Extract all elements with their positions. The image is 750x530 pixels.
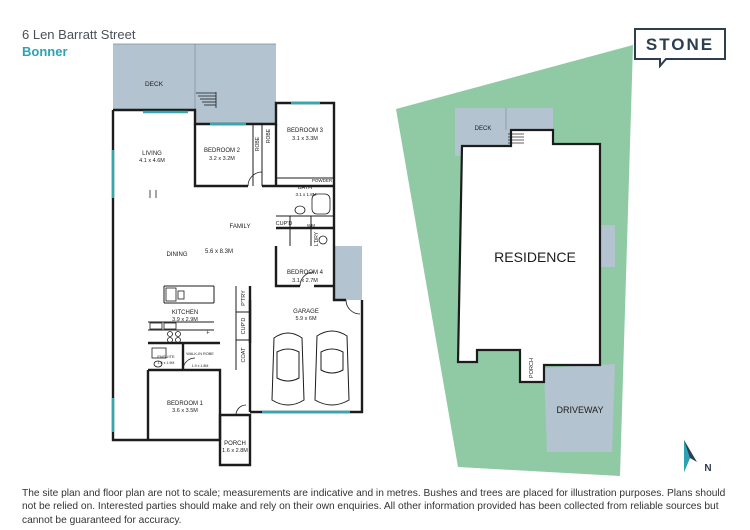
bedroom-1-size: 3.6 x 3.5M bbox=[172, 408, 198, 414]
bedroom-3-label: BEDROOM 3 bbox=[287, 128, 324, 134]
bath-size: 3.1 x 1.8M bbox=[295, 192, 316, 197]
porch-size: 1.6 x 2.8M bbox=[222, 448, 248, 454]
living-label: LIVING bbox=[142, 151, 162, 157]
deck-stairs bbox=[196, 92, 217, 108]
stone-logo: STONE bbox=[634, 28, 726, 68]
deck-area bbox=[113, 44, 195, 110]
site-deck-stairs bbox=[508, 133, 524, 144]
side-deck-area bbox=[334, 246, 362, 300]
site-deck-label: DECK bbox=[475, 126, 492, 132]
property-address: 6 Len Barratt Street bbox=[22, 27, 136, 42]
powder-label: POWDER bbox=[312, 178, 333, 183]
garage-label: GARAGE bbox=[293, 309, 319, 315]
cupd-label-1: CUP'D bbox=[276, 221, 293, 227]
driveway-area bbox=[544, 364, 615, 452]
bedroom-3-size: 3.1 x 3.3M bbox=[292, 136, 318, 142]
robe-label-1: ROBE bbox=[255, 136, 261, 151]
kitchen-label: KITCHEN bbox=[172, 310, 198, 316]
kitchen-size: 3.9 x 2.9M bbox=[172, 317, 198, 323]
bedroom-1-label: BEDROOM 1 bbox=[167, 401, 204, 407]
bedroom-4-label: BEDROOM 4 bbox=[287, 270, 324, 276]
dining-label: DINING bbox=[167, 252, 188, 258]
bedroom-2-size: 3.2 x 3.2M bbox=[209, 156, 235, 162]
bedroom-2-label: BEDROOM 2 bbox=[204, 148, 241, 154]
car-right bbox=[314, 330, 350, 406]
bath-fixtures bbox=[294, 193, 331, 245]
driveway-label: DRIVEWAY bbox=[556, 405, 603, 415]
floor-plan: DECK LIVING 4.1 x 4.6M BEDROOM 2 3.2 x 3… bbox=[111, 43, 364, 467]
residence-label: RESIDENCE bbox=[494, 249, 576, 265]
living-size: 4.1 x 4.6M bbox=[139, 158, 165, 164]
ensuite-fixtures bbox=[151, 347, 167, 368]
kitchen-fixtures bbox=[149, 287, 185, 343]
disclaimer-text: The site plan and floor plan are not to … bbox=[22, 488, 726, 526]
floor-plan-doors bbox=[149, 171, 361, 416]
upper-deck-area bbox=[195, 44, 276, 124]
fridge-label: F bbox=[206, 330, 209, 336]
site-porch-label: PORCH bbox=[529, 358, 535, 378]
residence-footprint bbox=[456, 128, 602, 384]
garage-size: 5.9 x 6M bbox=[295, 316, 317, 322]
room-labels: DECK LIVING 4.1 x 4.6M BEDROOM 2 3.2 x 3… bbox=[139, 81, 324, 454]
property-suburb: Bonner bbox=[22, 44, 68, 59]
coat-label: COAT bbox=[241, 347, 247, 363]
wir-label: WALK-IN ROBE bbox=[186, 352, 214, 356]
ensuite-size: 1.6 x 1.9M bbox=[158, 361, 175, 365]
family-size: 5.6 x 8.3M bbox=[205, 249, 233, 255]
bedroom-4-size: 3.1 x 2.7M bbox=[292, 278, 318, 284]
floor-plan-windows bbox=[111, 101, 350, 432]
bath-label: BATH bbox=[298, 185, 312, 191]
family-label: FAMILY bbox=[230, 224, 251, 230]
porch-label: PORCH bbox=[224, 441, 246, 447]
fixture-labels: ROBE ROBE POWDER CUP'D WM L'DRY P'TRY CU… bbox=[206, 128, 332, 362]
ptry-label: P'TRY bbox=[241, 290, 247, 306]
logo-text: STONE bbox=[646, 35, 714, 54]
robe-label-2: ROBE bbox=[266, 128, 272, 143]
wm-label: WM bbox=[307, 223, 315, 228]
deck-label: DECK bbox=[145, 81, 164, 88]
ldry-label: L'DRY bbox=[314, 231, 320, 246]
wir-size: 1.9 x 1.8M bbox=[192, 364, 209, 368]
site-side-area bbox=[599, 225, 615, 267]
north-arrow-icon bbox=[684, 440, 697, 472]
plans-canvas: DECK LIVING 4.1 x 4.6M BEDROOM 2 3.2 x 3… bbox=[111, 43, 712, 476]
ensuite-label: ENSUITE bbox=[157, 354, 175, 359]
north-label: N bbox=[704, 463, 711, 474]
site-plan: DECK RESIDENCE PORCH DRIVEWAY N bbox=[396, 45, 712, 476]
cupd-label-2: CUP'D bbox=[241, 318, 247, 335]
car-left bbox=[271, 332, 305, 406]
